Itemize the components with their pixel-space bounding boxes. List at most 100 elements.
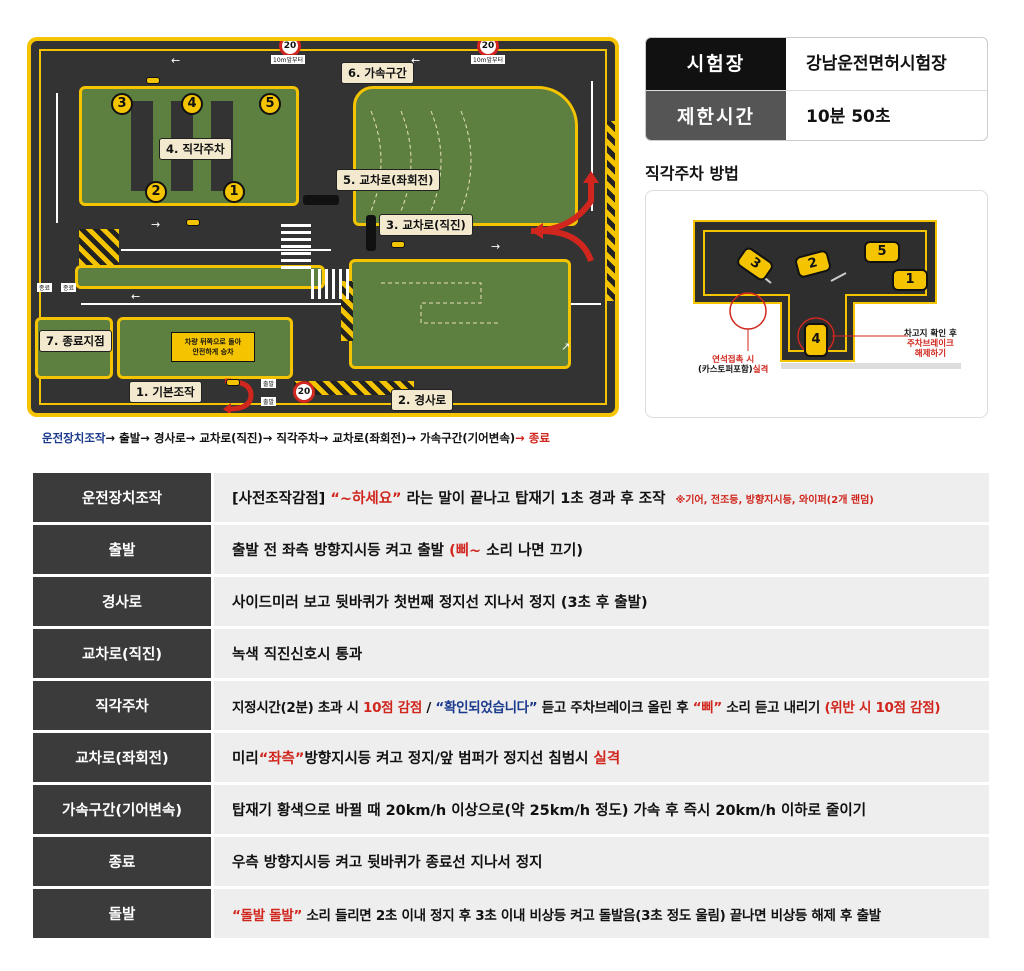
rule-text: “~하세요” [330,491,402,507]
rule-text: “삐” [692,699,723,716]
curb-note-line: 연석접촉 시 [712,355,755,365]
label-accel: 6. 가속구간 [341,62,414,84]
label-basic: 1. 기본조작 [129,381,202,403]
rule-value: 미리“좌측”방향지시등 켜고 정지/앞 범퍼가 정지선 침범시 실격 [211,733,989,782]
crosswalk [281,221,311,269]
rule-value: 녹색 직진신호시 통과 [211,629,989,678]
rule-note: ※기어, 전조등, 방향지시등, 와이퍼(2개 랜덤) [675,495,874,506]
rule-key: 교차로(좌회전) [33,733,211,782]
rule-value: 출발 전 좌측 방향지시등 켜고 출발 (삐~ 소리 나면 끄기) [211,525,989,574]
lane-divider [591,81,593,211]
accel-area [353,86,578,226]
arrow-right-icon: → [151,218,161,231]
speed-limit-sign: 20 [477,41,499,57]
hatch-zone [79,229,119,265]
rule-value: 탑재기 황색으로 바뀔 때 20km/h 이상으로(약 25km/h 정도) 가… [211,785,989,834]
table-row: 가속구간(기어변속) 탑재기 황색으로 바뀔 때 20km/h 이상으로(약 2… [33,785,989,834]
rule-value: 우측 방향지시등 켜고 뒷바퀴가 종료선 지나서 정지 [211,837,989,886]
speed-sign-note: 10m앞부터 [271,55,306,64]
parking-slot [131,101,153,191]
spot-number: 1 [223,181,245,203]
notice-line: 안전하게 승차 [192,348,234,356]
lane-line [605,49,607,405]
car-icon [146,77,160,84]
table-row: 출발 출발 전 좌측 방향지시등 켜고 출발 (삐~ 소리 나면 끄기) [33,525,989,574]
parking-lot-shape [693,220,961,369]
route-step: → 교차로(좌회전) [318,431,407,445]
rule-text: “확인되었습니다” [435,699,538,716]
curb-note-line: (카스토퍼포함) [698,365,753,375]
spot-number: 4 [181,93,203,115]
parking-method-title: 직각주차 방법 [645,164,739,183]
speed-limit-sign: 20 [279,41,301,57]
rule-value: [사전조작감점] “~하세요” 라는 말이 끝나고 탑재기 1초 경과 후 조작… [211,473,989,522]
rule-text: 소리 듣고 내리기 [721,699,825,716]
info-row-venue: 시험장 강남운전면허시험장 [646,38,987,90]
route-step: → 가속구간(기어변속) [406,431,516,445]
rule-text: 소리 들리면 2초 이내 정지 후 3초 이내 비상등 켜고 돌발음(3초 정도… [302,907,881,924]
table-row: 종료 우측 방향지시등 켜고 뒷바퀴가 종료선 지나서 정지 [33,837,989,886]
rule-text: 실격 [593,751,621,767]
time-value: 10분 50초 [806,107,891,127]
lane-divider [56,93,58,223]
slope-area [349,259,571,369]
route-step: → 출발 [105,431,141,445]
arrow-left-icon: ← [171,54,181,67]
boarding-notice: 차량 뒤쪽으로 돌아 안전하게 승차 [171,332,255,362]
brake-note-line: 차고지 확인 후 [904,329,957,339]
spot-number: 3 [111,93,133,115]
rule-text: 지정시간(2분) 초과 시 [232,699,363,716]
table-row: 경사로 사이드미러 보고 뒷바퀴가 첫번째 정지선 지나서 정지 (3초 후 출… [33,577,989,626]
rule-key: 교차로(직진) [33,629,211,678]
table-row: 교차로(직진) 녹색 직진신호시 통과 [33,629,989,678]
rule-value: “돌발 돌발” 소리 들리면 2초 이내 정지 후 3초 이내 비상등 켜고 돌… [211,889,989,938]
route-step: → 교차로(직진) [185,431,263,445]
venue-label: 시험장 [646,38,786,90]
hatch-zone [607,121,615,301]
parking-car-icon: 1 [892,269,928,291]
rule-key: 출발 [33,525,211,574]
table-row: 운전장치조작 [사전조작감점] “~하세요” 라는 말이 끝나고 탑재기 1초 … [33,473,989,522]
speed-sign-note: 10m앞부터 [471,55,506,64]
rule-key: 직각주차 [33,681,211,730]
car-icon [391,241,405,248]
table-row: 직각주차 지정시간(2분) 초과 시 10점 감점 / “확인되었습니다” 듣고… [33,681,989,730]
hatch-zone [294,381,414,395]
rule-value: 지정시간(2분) 초과 시 10점 감점 / “확인되었습니다” 듣고 주차브레… [211,681,989,730]
rule-text: 미리 [232,751,259,767]
label-slope: 2. 경사로 [391,389,454,411]
spot-number: 5 [259,93,281,115]
turn-arrow-icon [530,171,599,263]
rule-text: [사전조작감점] [232,491,331,507]
rule-text: / [421,699,436,716]
traffic-light-icon [366,215,376,251]
arrow-left-icon: ← [411,54,421,67]
table-row: 돌발 “돌발 돌발” 소리 들리면 2초 이내 정지 후 3초 이내 비상등 켜… [33,889,989,938]
arrow-up-icon: ↗ [561,340,571,353]
time-label: 제한시간 [646,91,786,140]
exit-mark: 출발 [261,397,277,406]
brake-note-line: 주차브레이크 [906,339,954,349]
rule-key: 운전장치조작 [33,473,211,522]
finish-mark: 종료 [61,283,77,292]
rule-text: “좌측” [258,751,305,767]
zigzag-lines [381,282,501,324]
rule-text: (위반 시 10점 감점) [824,699,941,716]
parking-car-icon: 5 [864,241,900,263]
rule-text: 방향지시등 켜고 정지/앞 범퍼가 정지선 침범시 [304,751,594,767]
curve-lines [370,110,472,212]
car-icon [226,379,240,386]
label-cross-straight: 3. 교차로(직진) [379,214,473,236]
lane-line [39,49,607,51]
rules-table: 운전장치조작 [사전조작감점] “~하세요” 라는 말이 끝나고 탑재기 1초 … [33,470,989,941]
car-icon [186,219,200,226]
info-row-time: 제한시간 10분 50초 [646,90,987,140]
parking-car-icon: 4 [804,323,828,357]
table-row: 교차로(좌회전) 미리“좌측”방향지시등 켜고 정지/앞 범퍼가 정지선 침범시… [33,733,989,782]
notice-line: 차량 뒤쪽으로 돌아 [184,338,242,346]
arrow-left-icon: ← [131,290,141,303]
rule-key: 돌발 [33,889,211,938]
label-parking: 4. 직각주차 [159,138,232,160]
lane-line [39,403,607,405]
rule-key: 가속구간(기어변속) [33,785,211,834]
